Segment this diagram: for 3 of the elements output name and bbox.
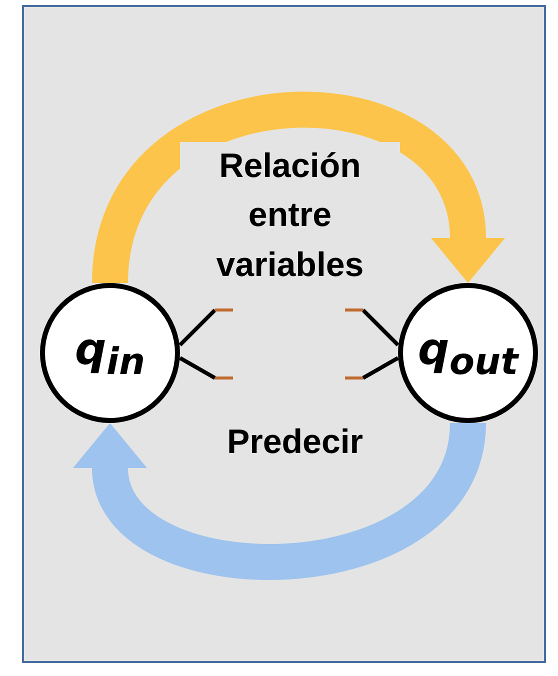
state-symbol: q$_{in}$ — [74, 324, 146, 382]
curved-arrow — [92, 92, 504, 286]
state-symbol: q$_{out}$ — [418, 324, 518, 382]
